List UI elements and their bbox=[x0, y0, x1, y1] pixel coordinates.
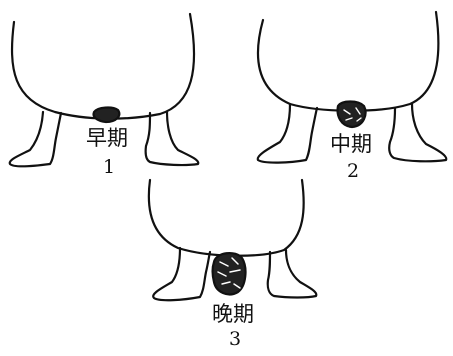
stage-number-early: 1 bbox=[103, 158, 115, 177]
left-leg-middle bbox=[258, 104, 317, 163]
right-leg-early bbox=[146, 112, 199, 165]
stage-number-late: 3 bbox=[229, 330, 241, 349]
prolapse-mass-early bbox=[94, 108, 120, 122]
right-leg-middle bbox=[389, 104, 446, 161]
left-leg-late bbox=[153, 248, 210, 300]
left-leg-early bbox=[10, 112, 61, 166]
buttocks-outline-early bbox=[12, 14, 194, 119]
stage-label-late: 晚期 bbox=[212, 304, 254, 325]
stage-label-early: 早期 bbox=[86, 128, 128, 149]
prolapse-mass-middle bbox=[338, 102, 366, 128]
stage-label-middle: 中期 bbox=[330, 134, 372, 155]
right-leg-late bbox=[268, 250, 317, 298]
panel-late bbox=[149, 180, 316, 300]
buttocks-outline-middle bbox=[258, 12, 438, 111]
buttocks-outline-late bbox=[149, 180, 304, 256]
stage-number-middle: 2 bbox=[347, 162, 359, 181]
